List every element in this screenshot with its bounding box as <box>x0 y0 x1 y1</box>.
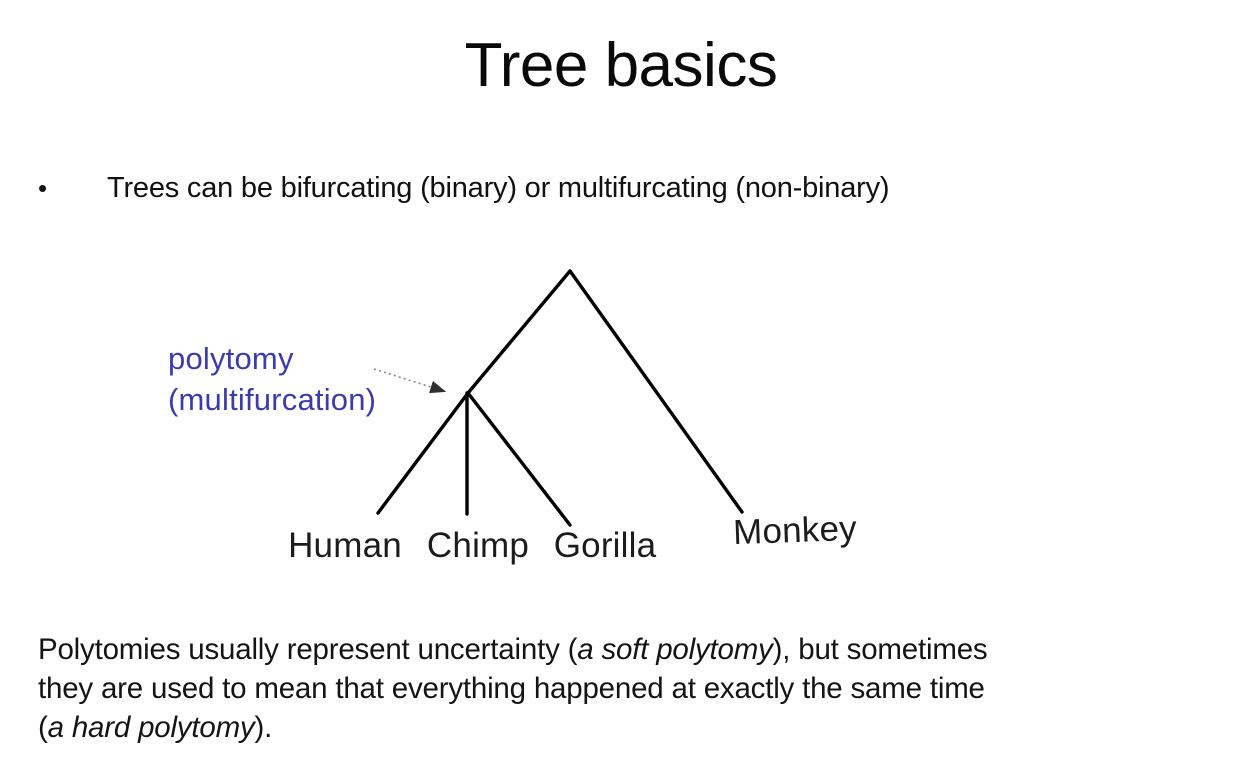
tip-label-chimp: Chimp <box>426 526 530 565</box>
footer-segment: ), but sometimes <box>772 633 988 666</box>
footer-italic-segment: a hard polytomy <box>47 711 255 744</box>
tree-edge-root-to-monkey <box>568 269 744 514</box>
footer-segment: Polytomies usually represent uncertainty… <box>38 633 578 666</box>
bullet-marker: • <box>38 173 48 203</box>
tree-edge-polytomy-to-gorilla <box>466 391 572 527</box>
tip-label-monkey: Monkey <box>732 508 858 553</box>
bullet-text: Trees can be bifurcating (binary) or mul… <box>107 172 890 204</box>
footer-segment: ( <box>38 711 48 744</box>
tip-label-human: Human <box>288 526 402 565</box>
polytomy-annotation-line1: polytomy <box>168 341 294 376</box>
tip-label-gorilla: Gorilla <box>553 526 657 565</box>
footer-paragraph: Polytomies usually represent uncertainty… <box>38 630 1208 747</box>
tree-edge-root-to-polytomy <box>466 269 572 395</box>
polytomy-annotation-line2: (multifurcation) <box>168 382 377 417</box>
footer-segment: they are used to mean that everything ha… <box>38 672 985 705</box>
polytomy-annotation: polytomy (multifurcation) <box>168 338 376 420</box>
footer-italic-segment: a soft polytomy <box>577 633 773 666</box>
slide-title: Tree basics <box>464 31 778 100</box>
footer-segment: ). <box>254 711 273 744</box>
tree-edge-polytomy-to-human <box>376 391 470 515</box>
bullet-item: • Trees can be bifurcating (binary) or m… <box>38 170 890 206</box>
annotation-arrow <box>373 368 447 394</box>
